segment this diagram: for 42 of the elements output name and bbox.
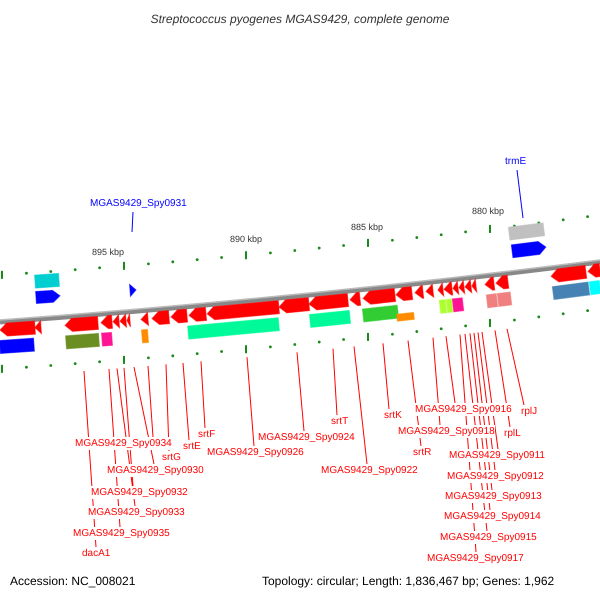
leader-line <box>354 346 368 464</box>
scale-label: 880 kbp <box>472 205 504 217</box>
scale-label: 890 kbp <box>230 233 262 245</box>
leader-line <box>132 212 134 232</box>
leader-line <box>246 356 254 446</box>
leader-line <box>482 331 498 450</box>
leader-line <box>506 328 524 406</box>
leader-line <box>182 362 190 440</box>
gene-label: MGAS9429_Spy0911 <box>449 449 545 462</box>
gene-label: MGAS9429_Spy0933 <box>88 506 185 519</box>
gene-label: MGAS9429_Spy0915 <box>440 531 537 544</box>
footer-text: Topology: circular; Length: 1,836,467 bp; Genes: 1,962 <box>262 574 554 588</box>
gene-label: MGAS9429_Spy0934 <box>75 437 172 450</box>
leader-line <box>134 366 154 464</box>
gene-label: MGAS9429_Spy0931 <box>90 197 187 210</box>
scale-label: 895 kbp <box>92 246 124 258</box>
leader-line <box>494 330 510 428</box>
gene-label: MGAS9429_Spy0924 <box>258 431 355 444</box>
leader-line <box>446 336 456 404</box>
gene-label: MGAS9429_Spy0926 <box>207 446 304 459</box>
footer-text: Accession: NC_008021 <box>10 574 136 588</box>
gene-label: MGAS9429_Spy0922 <box>321 464 418 477</box>
scale-label: 885 kbp <box>350 221 384 233</box>
gene-label: MGAS9429_Spy0932 <box>91 486 188 499</box>
title: Streptococcus pyogenes MGAS9429, complete genome <box>150 11 450 28</box>
leader-line <box>296 352 304 432</box>
gene-label: MGAS9429_Spy0917 <box>427 552 524 565</box>
gene-label: MGAS9429_Spy0916 <box>415 403 512 416</box>
leader-line <box>332 348 338 416</box>
gene-label: MGAS9429_Spy0913 <box>445 490 542 503</box>
gene-label: MGAS9429_Spy0930 <box>107 464 204 477</box>
gene-label: MGAS9429_Spy0935 <box>73 527 170 540</box>
gene-label: MGAS9429_Spy0912 <box>447 470 544 483</box>
leader-line <box>148 365 154 438</box>
gene-label: rplJ <box>521 405 538 418</box>
leader-line <box>432 337 440 426</box>
leader-line <box>200 360 206 428</box>
leader-line <box>382 342 390 410</box>
gene-label: MGAS9429_Spy0914 <box>444 510 541 523</box>
leader-line <box>516 170 524 218</box>
gene-label: rplL <box>504 427 521 440</box>
gene-label: MGAS9429_Spy0918 <box>398 425 495 438</box>
